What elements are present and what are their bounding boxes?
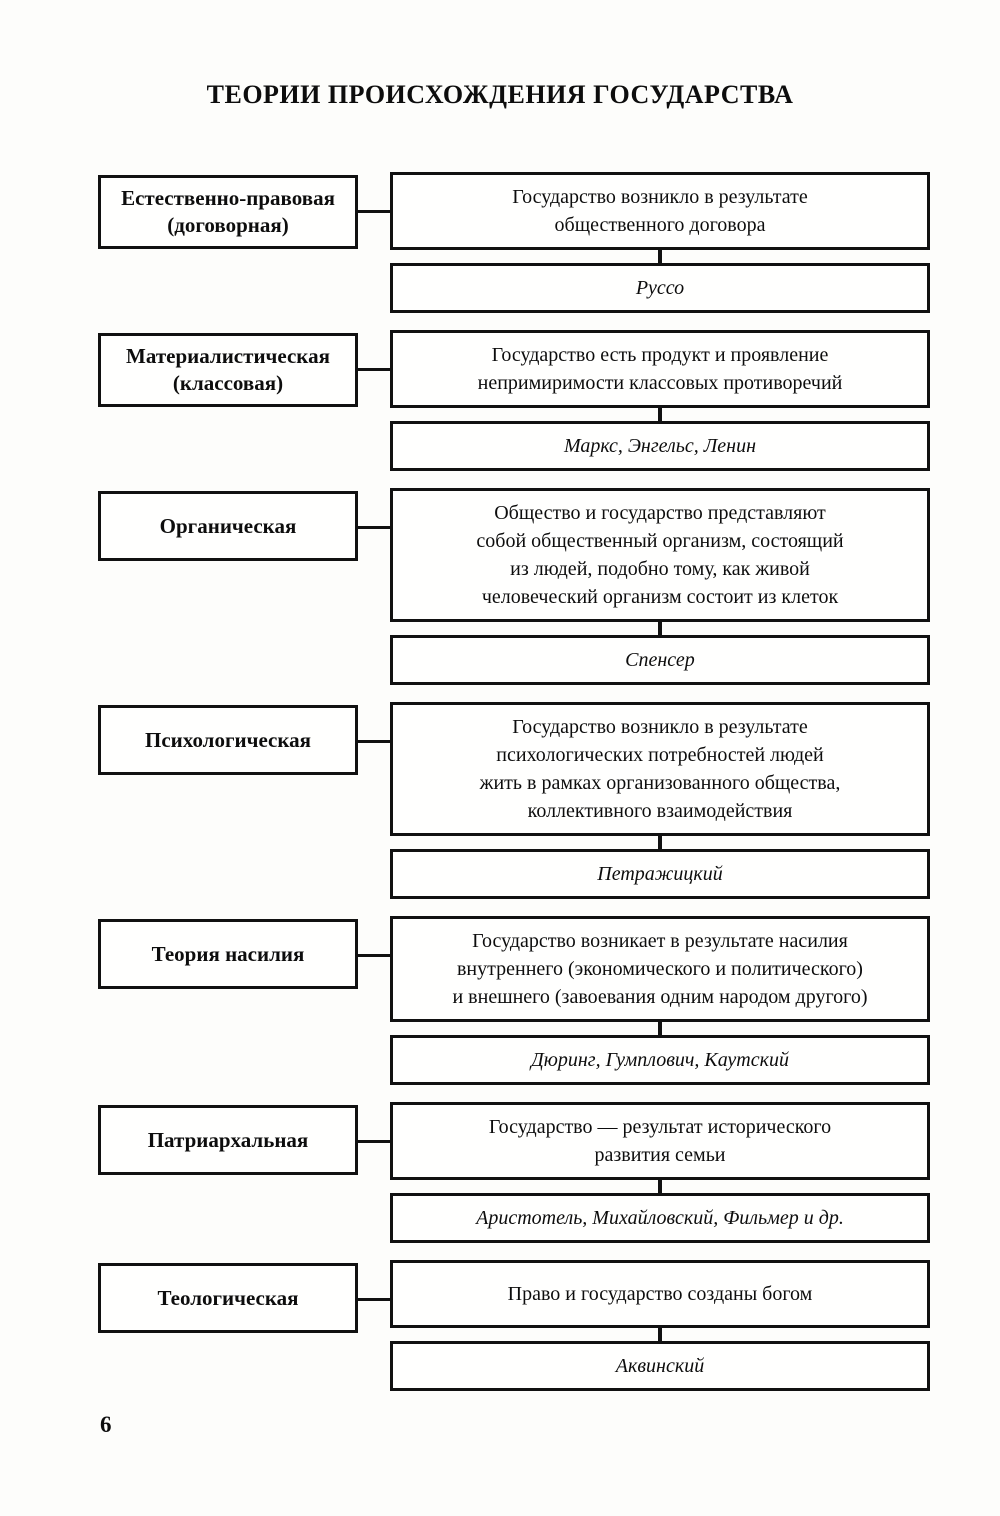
description-box: Государство — результат исторического ра… [390, 1102, 930, 1180]
authors-box: Аристотель, Михайловский, Фильмер и др. [390, 1193, 930, 1243]
theory-name-box: Теория насилия [98, 919, 358, 989]
theory-section-psychological: Психологическая Государство возникло в р… [98, 702, 930, 899]
theory-section-violence: Теория насилия Государство возникает в р… [98, 916, 930, 1085]
theory-section-materialist: Материалистическая (классовая) Государст… [98, 330, 930, 471]
theory-name-box: Психологическая [98, 705, 358, 775]
description-box: Государство возникает в результате насил… [390, 916, 930, 1022]
horizontal-connector-line [358, 1140, 390, 1143]
page-number: 6 [100, 1412, 112, 1437]
description-box: Право и государство созданы богом [390, 1260, 930, 1328]
page-title: ТЕОРИИ ПРОИСХОЖДЕНИЯ ГОСУДАРСТВА [206, 80, 794, 109]
theory-name-column: Естественно-правовая (договорная) [98, 172, 358, 249]
description-box: Государство возникло в результате психол… [390, 702, 930, 836]
theory-name-box: Патриархальная [98, 1105, 358, 1175]
theory-name-box: Материалистическая (классовая) [98, 333, 358, 407]
theory-detail-column: Государство — результат исторического ра… [390, 1102, 930, 1243]
vertical-connector-line [658, 250, 662, 263]
authors-box: Дюринг, Гумплович, Каутский [390, 1035, 930, 1085]
theory-detail-column: Государство есть продукт и проявление не… [390, 330, 930, 471]
vertical-connector-line [658, 622, 662, 635]
vertical-connector-line [658, 1180, 662, 1193]
theory-name-column: Материалистическая (классовая) [98, 330, 358, 407]
vertical-connector-line [658, 1328, 662, 1341]
theory-detail-column: Государство возникло в результате психол… [390, 702, 930, 899]
description-box: Государство есть продукт и проявление не… [390, 330, 930, 408]
authors-box: Аквинский [390, 1341, 930, 1391]
horizontal-connector-line [358, 368, 390, 371]
authors-box: Петражицкий [390, 849, 930, 899]
horizontal-connector-line [358, 1298, 390, 1301]
horizontal-connector-line [358, 740, 390, 743]
vertical-connector-line [658, 1022, 662, 1035]
theory-section-organic: Органическая Общество и государство пред… [98, 488, 930, 685]
horizontal-connector-line [358, 954, 390, 957]
theory-section-theological: Теологическая Право и государство создан… [98, 1260, 930, 1391]
authors-box: Маркс, Энгельс, Ленин [390, 421, 930, 471]
theory-name-column: Органическая [98, 488, 358, 561]
theories-diagram: Естественно-правовая (договорная) Госуда… [98, 172, 930, 1391]
theory-name-box: Естественно-правовая (договорная) [98, 175, 358, 249]
vertical-connector-line [658, 836, 662, 849]
theory-detail-column: Общество и государство представляют собо… [390, 488, 930, 685]
theory-name-column: Теологическая [98, 1260, 358, 1333]
theory-name-box: Теологическая [98, 1263, 358, 1333]
theory-section-patriarchal: Патриархальная Государство — результат и… [98, 1102, 930, 1243]
theory-detail-column: Право и государство созданы богом Аквинс… [390, 1260, 930, 1391]
horizontal-connector-line [358, 210, 390, 213]
theory-name-column: Психологическая [98, 702, 358, 775]
theory-detail-column: Государство возникает в результате насил… [390, 916, 930, 1085]
theory-detail-column: Государство возникло в результате общест… [390, 172, 930, 313]
theory-name-box: Органическая [98, 491, 358, 561]
description-box: Государство возникло в результате общест… [390, 172, 930, 250]
description-box: Общество и государство представляют собо… [390, 488, 930, 622]
authors-box: Руссо [390, 263, 930, 313]
authors-box: Спенсер [390, 635, 930, 685]
theory-name-column: Патриархальная [98, 1102, 358, 1175]
vertical-connector-line [658, 408, 662, 421]
horizontal-connector-line [358, 526, 390, 529]
theory-name-column: Теория насилия [98, 916, 358, 989]
theory-section-natural-law: Естественно-правовая (договорная) Госуда… [98, 172, 930, 313]
